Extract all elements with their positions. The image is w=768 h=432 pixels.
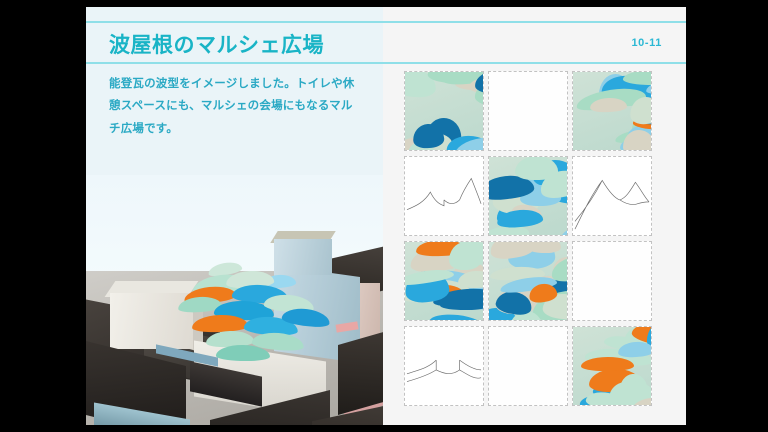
wave-roof-thumbnail-art <box>573 327 651 405</box>
wave-roof-thumbnail-art <box>573 72 651 150</box>
photo-white-block-face <box>110 293 193 349</box>
wave-roof-detail-2[interactable] <box>572 71 652 151</box>
wave-roof-detail-3[interactable] <box>488 156 568 236</box>
header-rule-bottom <box>86 62 686 64</box>
photo-tower-face <box>274 239 332 275</box>
wave-panel-shape <box>439 296 483 311</box>
wave-roof-detail-6[interactable] <box>572 326 652 406</box>
empty-frame-1[interactable] <box>488 71 568 151</box>
wave-panel-shape <box>526 242 561 253</box>
wave-roof-thumbnail-art <box>489 242 567 320</box>
elevation-sketch-1-drawing <box>406 177 482 210</box>
wave-roof-thumbnail-art <box>405 242 483 320</box>
elevation-sketch-1[interactable] <box>404 156 484 236</box>
header-rule-top <box>86 21 686 23</box>
empty-frame-3[interactable] <box>488 326 568 406</box>
wave-panel-shape <box>559 222 567 235</box>
architectural-model-photo <box>86 175 383 425</box>
body-copy: 能登瓦の波型をイメージしました。トイレや休憩スペースにも、マルシェの会場にもなる… <box>109 78 355 135</box>
empty-frame-2[interactable] <box>572 241 652 321</box>
elevation-sketch-2-drawing <box>406 359 482 382</box>
perspective-sketch-1-drawing <box>574 179 650 230</box>
wave-panel-shape <box>428 312 483 320</box>
perspective-sketch-1[interactable] <box>572 156 652 236</box>
wave-roof-detail-1[interactable] <box>404 71 484 151</box>
wave-roof-detail-4[interactable] <box>404 241 484 321</box>
wave-panel-shape <box>514 157 558 181</box>
thumbnail-grid <box>404 71 652 406</box>
wave-roof-detail-5[interactable] <box>488 241 568 321</box>
page-number: 10-11 <box>631 37 662 49</box>
page-title: 波屋根のマルシェ広場 <box>109 34 324 57</box>
slide-content: 波屋根のマルシェ広場 10-11 能登瓦の波型をイメージしました。トイレや休憩ス… <box>86 7 686 425</box>
elevation-sketch-2[interactable] <box>404 326 484 406</box>
header-band: 波屋根のマルシェ広場 10-11 <box>86 23 686 62</box>
wave-roof-thumbnail-art <box>489 157 567 235</box>
wave-roof-thumbnail-art <box>405 72 483 150</box>
